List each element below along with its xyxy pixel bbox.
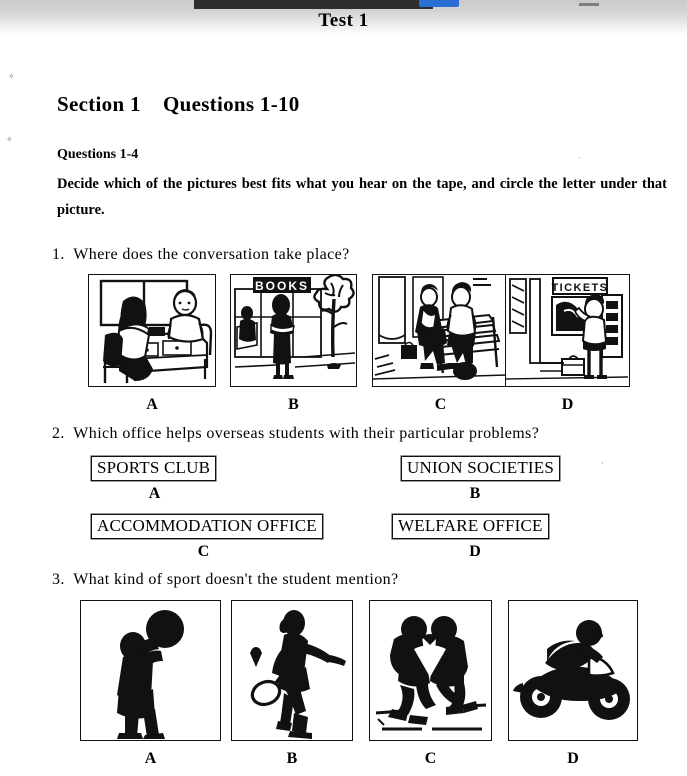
option-box-B[interactable]: UNION SOCIETIES <box>401 456 561 481</box>
choice-letter-B: B <box>288 396 299 413</box>
option-letter-C: C <box>197 543 210 560</box>
sport-letter-B: B <box>286 750 298 767</box>
instruction-text: Decide which of the pictures best fits w… <box>57 176 667 218</box>
choice-letter-A: A <box>146 396 158 413</box>
svg-text:BOOKS: BOOKS <box>255 279 309 293</box>
choice-B[interactable]: BOOKS <box>230 274 357 413</box>
sport-choice-A[interactable]: A <box>80 600 221 767</box>
office-desk-interview-picture <box>88 274 216 387</box>
option-letter-B: B <box>469 485 481 502</box>
questions-range-label: Questions 1-4 <box>57 147 139 162</box>
sport-letter-C: C <box>424 750 437 767</box>
sport-choice-B[interactable]: B <box>231 600 353 767</box>
sport-letter-D: D <box>567 750 579 767</box>
sport-choice-D[interactable]: D <box>508 600 638 767</box>
svg-text:TICKETS: TICKETS <box>552 282 609 294</box>
sport-letter-A: A <box>144 750 157 767</box>
sport-choice-C[interactable]: C <box>369 600 492 767</box>
park-bench-picture <box>372 274 509 387</box>
choice-A[interactable]: A <box>88 274 216 413</box>
question-2-text: 2. Which office helps overseas students … <box>52 425 540 442</box>
ticket-counter-picture: TICKETS <box>505 274 630 387</box>
badminton-silhouette <box>231 600 353 741</box>
scan-speck: ✧ <box>6 135 13 144</box>
wrestling-silhouette <box>369 600 492 741</box>
scan-speck: ✧ <box>8 72 15 81</box>
page-header-band <box>0 9 687 35</box>
choice-D[interactable]: TICKETS <box>505 274 630 413</box>
choice-letter-D: D <box>561 396 574 413</box>
active-tab-indicator[interactable] <box>419 0 459 7</box>
choice-C[interactable]: C <box>372 274 509 413</box>
question-1-text: 1. Where does the conversation take plac… <box>52 246 350 263</box>
option-box-A[interactable]: SPORTS CLUB <box>91 456 217 481</box>
option-box-C[interactable]: ACCOMMODATION OFFICE <box>91 514 323 539</box>
option-box-D[interactable]: WELFARE OFFICE <box>392 514 549 539</box>
app-toolbar[interactable] <box>194 0 599 9</box>
basketball-silhouette <box>80 600 221 741</box>
section-heading: Section 1 Questions 1-10 <box>57 92 300 116</box>
option-letter-A: A <box>148 485 161 502</box>
scan-speck: · <box>578 154 581 162</box>
motorcycle-racing-silhouette <box>508 600 638 741</box>
choice-letter-C: C <box>434 396 447 413</box>
toolbar-overflow-icon[interactable] <box>579 3 599 6</box>
bookshop-street-picture: BOOKS <box>230 274 357 387</box>
option-letter-D: D <box>469 543 481 560</box>
scan-speck: · <box>601 458 604 468</box>
question-3-text: 3. What kind of sport doesn't the studen… <box>52 571 399 588</box>
page-title: Test 1 <box>318 10 369 31</box>
app-chrome-strip <box>0 0 687 9</box>
